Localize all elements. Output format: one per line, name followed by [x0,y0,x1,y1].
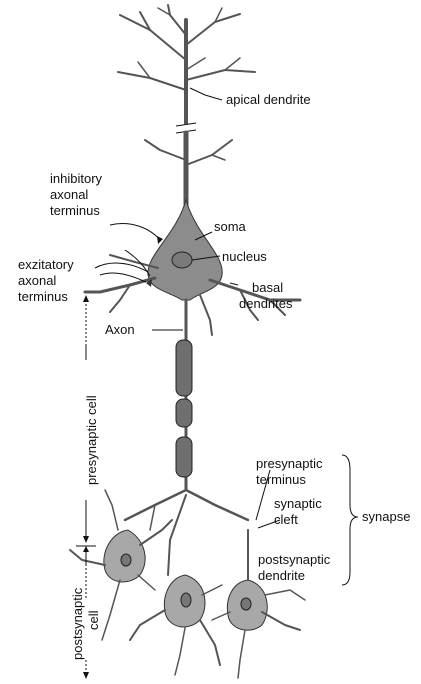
myelin-segment-1 [176,340,192,396]
label-inhibitory-1: inhibitory [50,171,103,186]
label-soma: soma [214,219,247,234]
label-apical-dendrite: apical dendrite [226,92,311,107]
side-branch-right [186,140,232,165]
label-post-dendrite-2: dendrite [258,568,305,583]
soma-body [148,200,222,300]
label-basal-2: dendrites [239,296,293,311]
label-excitatory-2: axonal [18,273,56,288]
label-basal-1: basal [252,280,283,295]
label-excitatory-1: exzitatory [18,257,74,272]
label-synapse: synapse [362,509,410,524]
side-branch-left [145,140,186,160]
label-cleft-1: synaptic [274,496,322,511]
myelin-segment-2 [176,399,192,427]
label-presynaptic-cell: presynaptic cell [84,395,99,485]
label-pre-terminus-1: presynaptic [256,456,323,471]
label-post-dendrite-1: postsynaptic [258,552,331,567]
label-postsynaptic-cell-1: postsynaptic [70,587,85,660]
label-inhibitory-2: axonal [50,187,88,202]
label-cleft-2: cleft [274,512,298,527]
axon [176,300,192,490]
label-axon: Axon [105,322,135,337]
myelin-segment-3 [176,437,192,477]
nucleus-shape [172,252,192,268]
label-postsynaptic-cell-2: cell [86,610,101,630]
leader-basal [230,283,238,285]
label-pre-terminus-2: terminus [256,472,306,487]
leader-apical [190,88,222,100]
label-inhibitory-3: terminus [50,203,100,218]
label-nucleus: nucleus [222,249,267,264]
side-branch-right-2 [212,155,225,160]
apical-dendrite-tree [118,5,255,125]
postsynaptic-cell-middle [130,575,222,675]
label-excitatory-3: terminus [18,289,68,304]
synapse-brace [342,455,358,585]
